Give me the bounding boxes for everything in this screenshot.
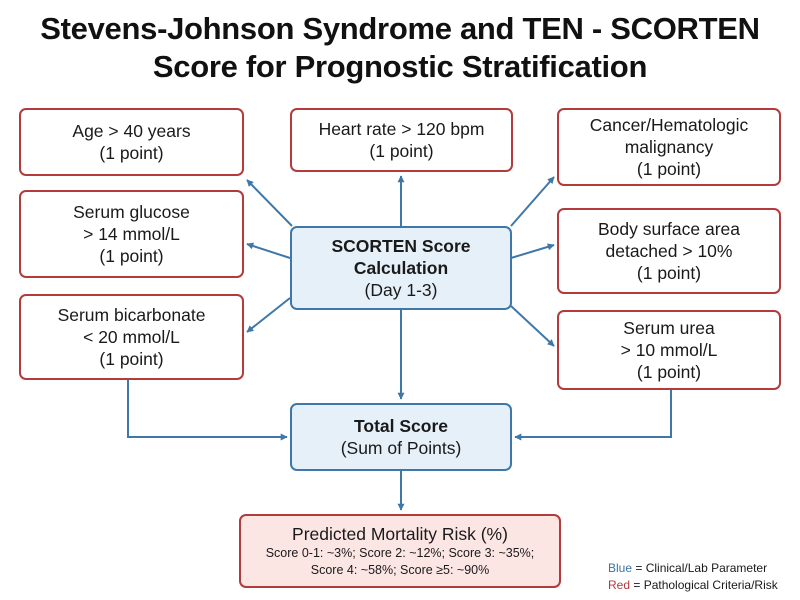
mortality-risk-box: Predicted Mortality Risk (%) Score 0-1: … (239, 514, 561, 588)
arrow-to-glucose (246, 242, 291, 259)
bsa-label-1: Body surface area (597, 219, 741, 239)
total-title: Total Score (353, 416, 448, 436)
urea-points: (1 point) (636, 362, 702, 382)
age-label: Age > 40 years (72, 121, 191, 141)
arrow-to-bicarbonate (246, 297, 291, 333)
criterion-heart-rate: Heart rate > 120 bpm (1 point) (290, 108, 513, 172)
legend-red-word: Red (608, 578, 631, 592)
heart-rate-points: (1 point) (369, 141, 434, 161)
arrow-to-urea (510, 305, 555, 347)
criterion-urea: Serum urea > 10 mmol/L (1 point) (557, 310, 781, 390)
scorten-calculation-box: SCORTEN Score Calculation (Day 1-3) (290, 226, 512, 310)
criterion-body-surface-area: Body surface area detached > 10% (1 poin… (557, 208, 781, 294)
criterion-glucose: Serum glucose > 14 mmol/L (1 point) (19, 190, 244, 278)
glucose-label-1: Serum glucose (73, 202, 190, 222)
age-points: (1 point) (99, 143, 164, 163)
cancer-label-2: malignancy (624, 137, 714, 157)
total-subtitle: (Sum of Points) (340, 438, 462, 458)
center-subtitle: (Day 1-3) (364, 280, 438, 300)
center-title-2: Calculation (353, 258, 449, 278)
heart-rate-label: Heart rate > 120 bpm (318, 119, 485, 139)
bsa-label-2: detached > 10% (605, 241, 733, 261)
legend: Blue = Clinical/Lab Parameter Red = Path… (608, 560, 778, 594)
criterion-cancer: Cancer/Hematologic malignancy (1 point) (557, 108, 781, 186)
urea-label-1: Serum urea (623, 318, 715, 338)
arrow-urea-to-total (514, 389, 672, 441)
criterion-age: Age > 40 years (1 point) (19, 108, 244, 176)
glucose-points: (1 point) (99, 246, 164, 266)
total-score-box: Total Score (Sum of Points) (290, 403, 512, 471)
cancer-label-1: Cancer/Hematologic (589, 115, 749, 135)
mortality-heading: Predicted Mortality Risk (%) (292, 524, 508, 544)
center-title-1: SCORTEN Score (331, 236, 471, 256)
urea-label-2: > 10 mmol/L (620, 340, 718, 360)
bicarbonate-label-2: < 20 mmol/L (83, 327, 180, 347)
cancer-points: (1 point) (636, 159, 702, 179)
title-line-2: Score for Prognostic Stratification (152, 49, 648, 84)
legend-blue: Blue = Clinical/Lab Parameter (608, 560, 778, 577)
diagram-title: Stevens-Johnson Syndrome and TEN - SCORT… (0, 10, 800, 86)
bsa-points: (1 point) (636, 263, 702, 283)
bicarbonate-label-1: Serum bicarbonate (57, 305, 206, 325)
criterion-bicarbonate: Serum bicarbonate < 20 mmol/L (1 point) (19, 294, 244, 380)
legend-blue-word: Blue (608, 561, 633, 575)
legend-red: Red = Pathological Criteria/Risk (608, 577, 778, 594)
bicarbonate-points: (1 point) (99, 349, 164, 369)
legend-red-desc: = Pathological Criteria/Risk (630, 578, 778, 592)
arrow-to-bsa (510, 243, 555, 259)
mortality-line-2: Score 4: ~58%; Score ≥5: ~90% (310, 563, 490, 577)
title-line-1: Stevens-Johnson Syndrome and TEN - SCORT… (40, 11, 760, 46)
arrow-to-cancer (510, 176, 555, 227)
mortality-line-1: Score 0-1: ~3%; Score 2: ~12%; Score 3: … (265, 546, 535, 560)
legend-blue-desc: = Clinical/Lab Parameter (632, 561, 768, 575)
arrow-to-age (246, 179, 293, 227)
glucose-label-2: > 14 mmol/L (83, 224, 180, 244)
arrow-bicarbonate-to-total (127, 380, 288, 441)
